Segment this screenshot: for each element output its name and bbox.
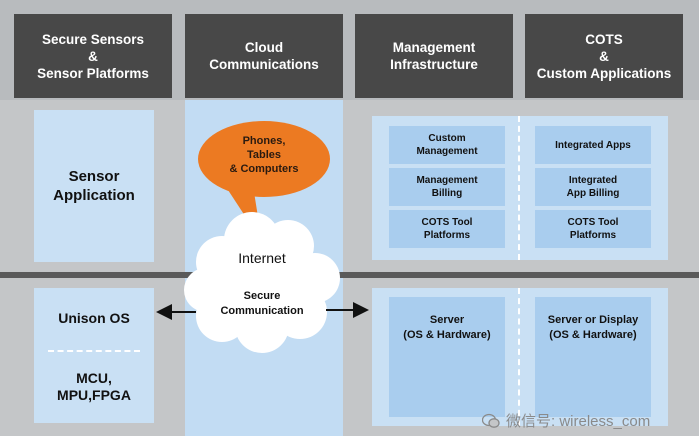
header-management-infrastructure: Management Infrastructure xyxy=(355,14,513,98)
server-divider xyxy=(518,288,520,426)
header-cots-applications: COTS & Custom Applications xyxy=(525,14,683,98)
watermark-text: 微信号: wireless_com xyxy=(506,413,651,430)
callout-text: Phones, Tables & Computers xyxy=(229,135,299,175)
header-secure-sensors: Secure Sensors & Sensor Platforms xyxy=(14,14,172,98)
management-billing-box: Management Billing xyxy=(389,168,505,206)
internet-label: Internet xyxy=(238,250,286,266)
custom-management-box: Custom Management xyxy=(389,126,505,164)
section-divider xyxy=(0,272,699,278)
management-apps-divider xyxy=(518,116,520,260)
apps-cots-tool-platforms-box: COTS Tool Platforms xyxy=(535,210,651,248)
cots-tool-platforms-box: COTS Tool Platforms xyxy=(389,210,505,248)
server-box: Server (OS & Hardware) xyxy=(389,297,505,417)
unison-os-label: Unison OS xyxy=(58,310,130,326)
sensor-application-label: Sensor Application xyxy=(53,168,135,204)
unison-os-divider xyxy=(48,350,140,352)
integrated-apps-box: Integrated Apps xyxy=(535,126,651,164)
secure-communication-label: Secure Communication xyxy=(220,290,304,317)
integrated-app-billing-box: Integrated App Billing xyxy=(535,168,651,206)
header-cloud-communications: Cloud Communications xyxy=(185,14,343,98)
wechat-icon xyxy=(482,413,500,428)
watermark: 微信号: wireless_com xyxy=(482,410,650,431)
mcu-label: MCU, MPU,FPGA xyxy=(57,370,131,403)
unison-os-panel: Unison OS MCU, MPU,FPGA xyxy=(34,288,154,423)
sensor-application-panel: Sensor Application xyxy=(34,110,154,262)
internet-cloud xyxy=(184,212,340,353)
server-display-box: Server or Display (OS & Hardware) xyxy=(535,297,651,417)
